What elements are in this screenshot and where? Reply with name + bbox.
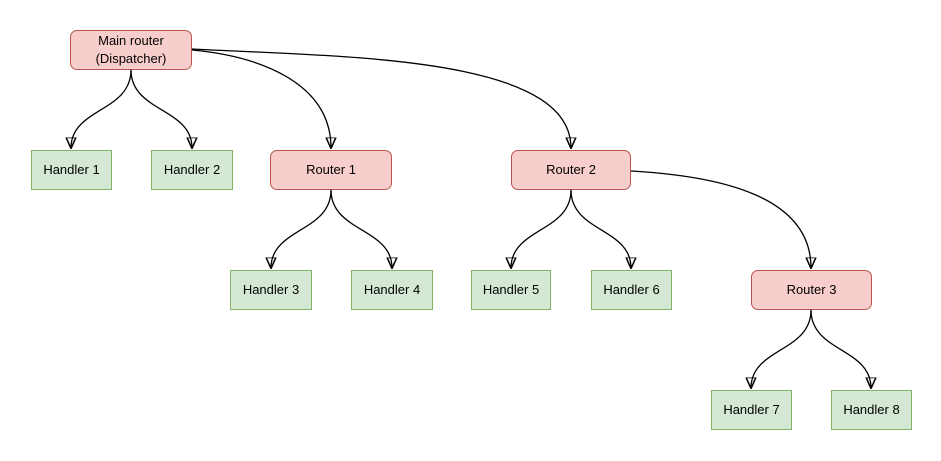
node-handler-8: Handler 8 bbox=[831, 390, 912, 430]
node-router-2-label: Router 2 bbox=[546, 162, 596, 178]
node-handler-4-label: Handler 4 bbox=[363, 282, 421, 298]
edge-router-3-to-handler-7 bbox=[751, 309, 812, 388]
edge-router-1-to-handler-3 bbox=[271, 189, 332, 268]
node-handler-1-label: Handler 1 bbox=[43, 162, 100, 178]
node-handler-3: Handler 3 bbox=[230, 270, 312, 310]
node-main-router-label: Main router (Dispatcher) bbox=[95, 33, 167, 66]
edge-router-1-to-handler-4 bbox=[330, 189, 392, 268]
node-handler-5: Handler 5 bbox=[471, 270, 551, 310]
node-handler-3-label: Handler 3 bbox=[242, 282, 300, 298]
node-router-1: Router 1 bbox=[270, 150, 392, 190]
node-handler-2: Handler 2 bbox=[151, 150, 233, 190]
edge-main-router-to-router-2 bbox=[191, 48, 571, 148]
node-handler-5-label: Handler 5 bbox=[482, 282, 540, 298]
node-handler-1: Handler 1 bbox=[31, 150, 112, 190]
edge-router-2-to-router-3 bbox=[630, 170, 811, 268]
node-router-3: Router 3 bbox=[751, 270, 872, 310]
edge-router-2-to-handler-5 bbox=[511, 189, 572, 268]
node-router-1-label: Router 1 bbox=[306, 162, 356, 178]
node-router-3-label: Router 3 bbox=[786, 282, 837, 298]
node-handler-8-label: Handler 8 bbox=[843, 402, 900, 418]
node-handler-7-label: Handler 7 bbox=[723, 402, 780, 418]
edge-router-2-to-handler-6 bbox=[570, 189, 631, 268]
node-handler-7: Handler 7 bbox=[711, 390, 792, 430]
node-handler-6: Handler 6 bbox=[591, 270, 672, 310]
edge-main-router-to-handler-1 bbox=[71, 69, 132, 148]
edge-main-router-to-handler-2 bbox=[130, 69, 192, 148]
node-handler-6-label: Handler 6 bbox=[603, 282, 660, 298]
node-handler-2-label: Handler 2 bbox=[163, 162, 221, 178]
node-router-2: Router 2 bbox=[511, 150, 631, 190]
node-main-router: Main router (Dispatcher) bbox=[70, 30, 192, 70]
edge-main-router-to-router-1 bbox=[191, 49, 331, 148]
node-handler-4: Handler 4 bbox=[351, 270, 433, 310]
edge-router-3-to-handler-8 bbox=[810, 309, 871, 388]
